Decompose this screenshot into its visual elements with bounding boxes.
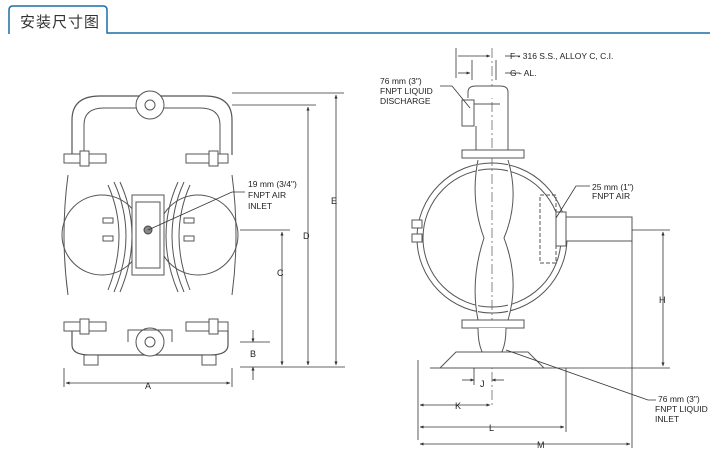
front-dimensions	[63, 92, 345, 387]
dim-label-h: H	[659, 295, 666, 305]
dim-label-c: C	[277, 268, 284, 278]
side-dimensions	[417, 48, 670, 448]
discharge-label-line2: FNPT LIQUID	[380, 86, 433, 96]
dim-label-m: M	[537, 440, 545, 450]
discharge-label-line1: 76 mm (3")	[380, 76, 422, 86]
front-dimension-labels: A B C D E 19 mm (3/4") FNPT AIR INLET	[145, 179, 337, 391]
section-header: 安装尺寸图	[0, 0, 723, 38]
air-inlet-label-line2: FNPT AIR	[248, 190, 286, 200]
side-view	[411, 48, 633, 405]
liquid-inlet-line3: INLET	[655, 414, 679, 424]
dim-label-k: K	[455, 401, 461, 411]
dim-label-e: E	[331, 196, 337, 206]
side-air-inlet-line1: 25 mm (1")	[592, 182, 634, 192]
air-inlet-label-line3: INLET	[248, 201, 272, 211]
page-title: 安装尺寸图	[20, 13, 101, 31]
air-inlet-label-line1: 19 mm (3/4")	[248, 179, 297, 189]
material-g-label: G - AL.	[510, 68, 536, 78]
dim-label-a: A	[145, 381, 151, 391]
front-view	[61, 90, 239, 366]
dim-label-d: D	[303, 231, 310, 241]
tab-outline	[8, 5, 710, 34]
discharge-label-line3: DISCHARGE	[380, 96, 431, 106]
dim-label-b: B	[250, 349, 256, 359]
side-dimension-labels: F - 316 S.S., ALLOY C, C.I. G - AL. 76 m…	[380, 51, 708, 450]
liquid-inlet-line2: FNPT LIQUID	[655, 404, 708, 414]
material-f-label: F - 316 S.S., ALLOY C, C.I.	[510, 51, 613, 61]
liquid-inlet-line1: 76 mm (3")	[658, 394, 700, 404]
side-air-inlet-line2: FNPT AIR	[592, 191, 630, 201]
dim-label-l: L	[489, 423, 494, 433]
dim-label-j: J	[480, 379, 485, 389]
